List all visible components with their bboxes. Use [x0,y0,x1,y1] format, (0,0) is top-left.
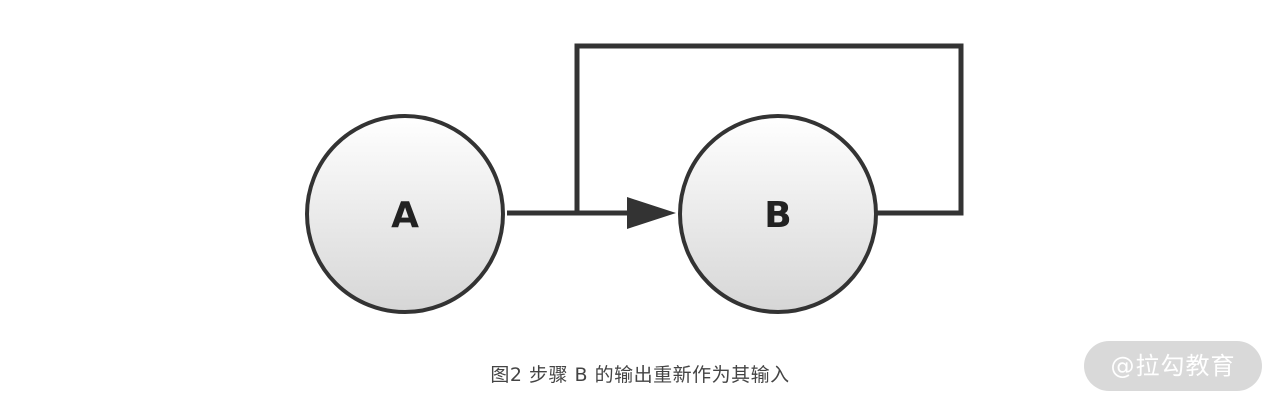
watermark-logo: @拉勾教育 [1084,341,1262,391]
node-b-circle [678,114,878,314]
node-b: B [678,114,878,314]
node-a: A [305,114,505,314]
feedback-loop-edge [574,43,964,216]
figure-caption: 图2 步骤 B 的输出重新作为其输入 [490,364,790,386]
node-a-circle [305,114,505,314]
arrowhead-into-b [627,197,676,229]
node-a-label: A [391,195,419,236]
node-b-label: B [764,195,791,236]
